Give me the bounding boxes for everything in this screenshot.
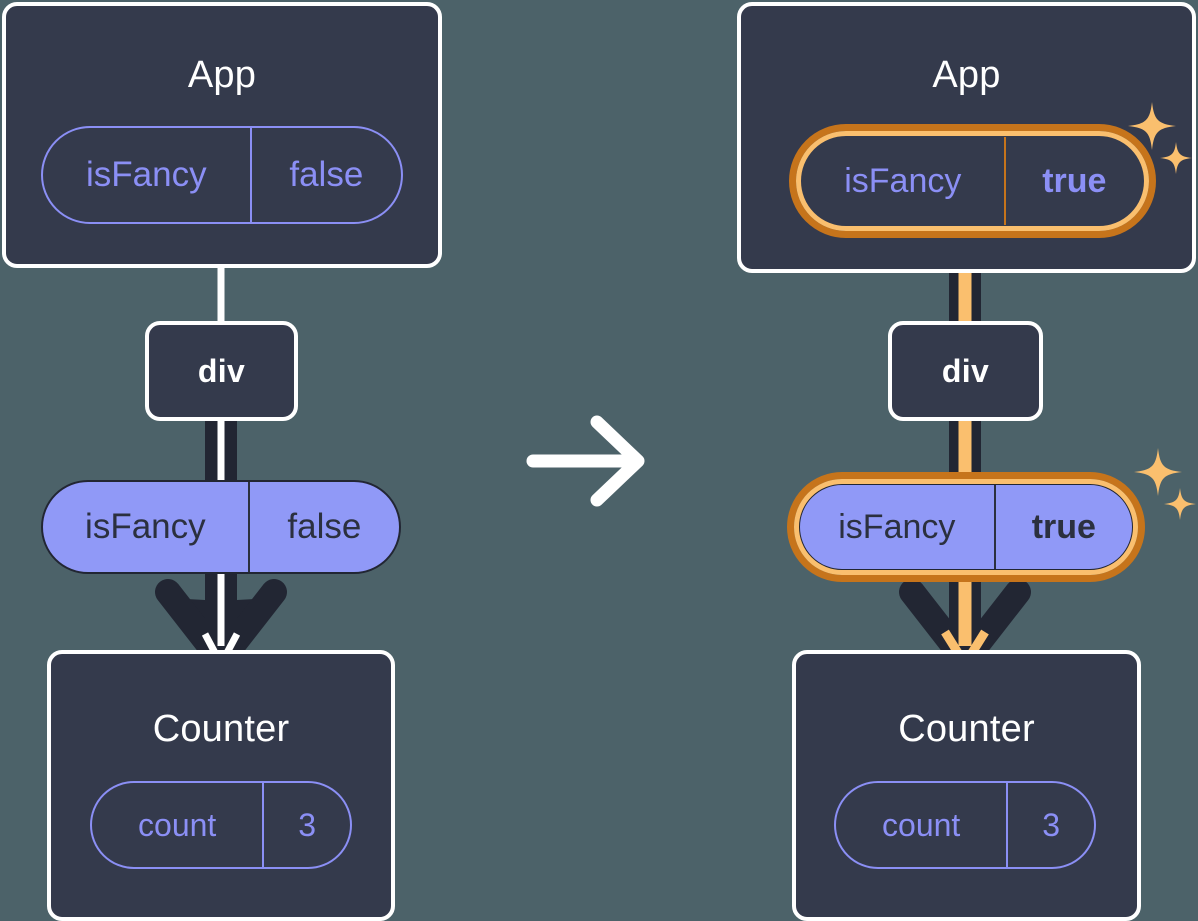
div-node-after[interactable]: div bbox=[888, 321, 1043, 421]
counter-state-pill-key-before: count bbox=[138, 806, 217, 843]
app-state-pill-key-before: isFancy bbox=[86, 155, 207, 194]
app-title-before: App bbox=[187, 54, 257, 96]
div-node-label-before: div bbox=[197, 352, 246, 389]
prop-pill-key-before: isFancy bbox=[85, 507, 206, 546]
app-state-pill-highlight-ring-after bbox=[789, 124, 1156, 238]
prop-pill-before[interactable]: isFancy false bbox=[41, 480, 401, 574]
prop-pill-value-before: false bbox=[247, 482, 399, 572]
sparkle-small-icon bbox=[1160, 142, 1192, 174]
sparkles-prop-pill bbox=[1134, 448, 1196, 520]
prop-pill-highlight-ring-after bbox=[787, 472, 1145, 582]
wire-div-to-pill-right-accent bbox=[958, 420, 972, 482]
sparkle-large-icon bbox=[1134, 448, 1182, 496]
div-node-label-after: div bbox=[941, 352, 990, 389]
sparkle-large-icon bbox=[1128, 102, 1176, 150]
wire-div-to-pill-left-accent bbox=[217, 420, 225, 482]
wire-app-to-div-left bbox=[217, 262, 225, 322]
div-node-before[interactable]: div bbox=[145, 321, 298, 421]
counter-state-pill-after[interactable]: count 3 bbox=[834, 781, 1096, 869]
sparkle-small-icon bbox=[1164, 488, 1196, 520]
app-state-pill-before[interactable]: isFancy false bbox=[41, 126, 403, 224]
sparkles-app-pill bbox=[1128, 102, 1192, 174]
counter-title-before: Counter bbox=[152, 708, 290, 750]
counter-title-after: Counter bbox=[898, 708, 1035, 750]
app-title-after: App bbox=[932, 54, 1001, 96]
counter-state-pill-value-after: 3 bbox=[1006, 783, 1094, 867]
app-state-pill-value-before: false bbox=[249, 128, 401, 222]
counter-state-pill-before[interactable]: count 3 bbox=[90, 781, 352, 869]
counter-state-pill-value-before: 3 bbox=[262, 783, 350, 867]
counter-state-pill-key-after: count bbox=[882, 806, 961, 843]
